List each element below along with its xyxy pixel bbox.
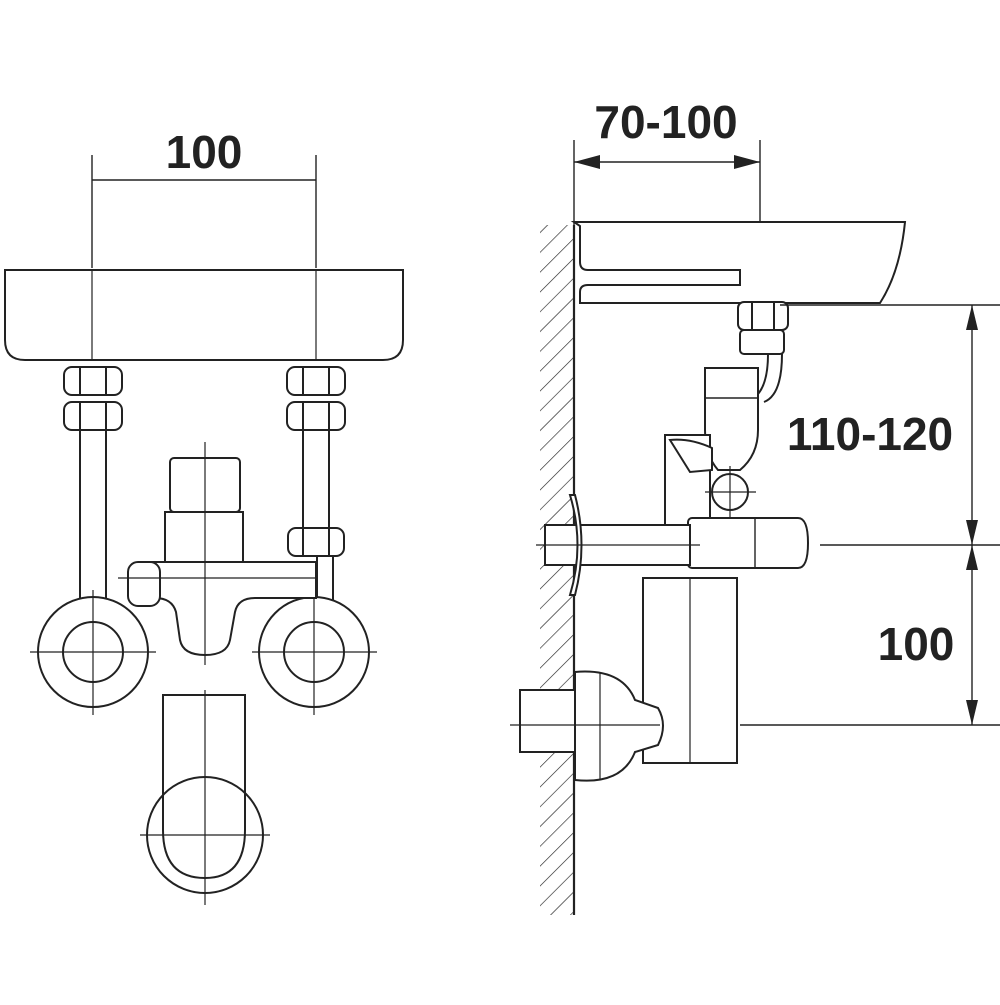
width-dimension: 100 (91, 126, 317, 268)
depth-dimension: 70-100 (573, 96, 761, 305)
basin-side (570, 221, 907, 304)
front-view: 100 (4, 126, 404, 905)
right-supply-pipe (302, 429, 330, 531)
right-wall-flange (252, 590, 377, 715)
wall-section (540, 225, 576, 915)
height-dimensions: 110-120 100 (740, 304, 1000, 726)
right-supply-nuts (286, 366, 346, 431)
lower-height-dimension-label: 100 (878, 618, 955, 670)
side-view: 70-100 110-120 100 (510, 96, 1000, 915)
width-dimension-label: 100 (166, 126, 243, 178)
mixer-body-front (118, 442, 318, 665)
left-wall-flange (30, 590, 156, 715)
depth-dimension-label: 70-100 (594, 96, 737, 148)
spout-front (140, 690, 270, 905)
drain-nut (737, 301, 789, 355)
basin-front (4, 269, 404, 361)
height-dimension-label: 110-120 (787, 408, 953, 460)
left-supply-nuts (63, 366, 123, 431)
lower-rosette (510, 670, 664, 782)
upper-rosette (536, 494, 700, 596)
